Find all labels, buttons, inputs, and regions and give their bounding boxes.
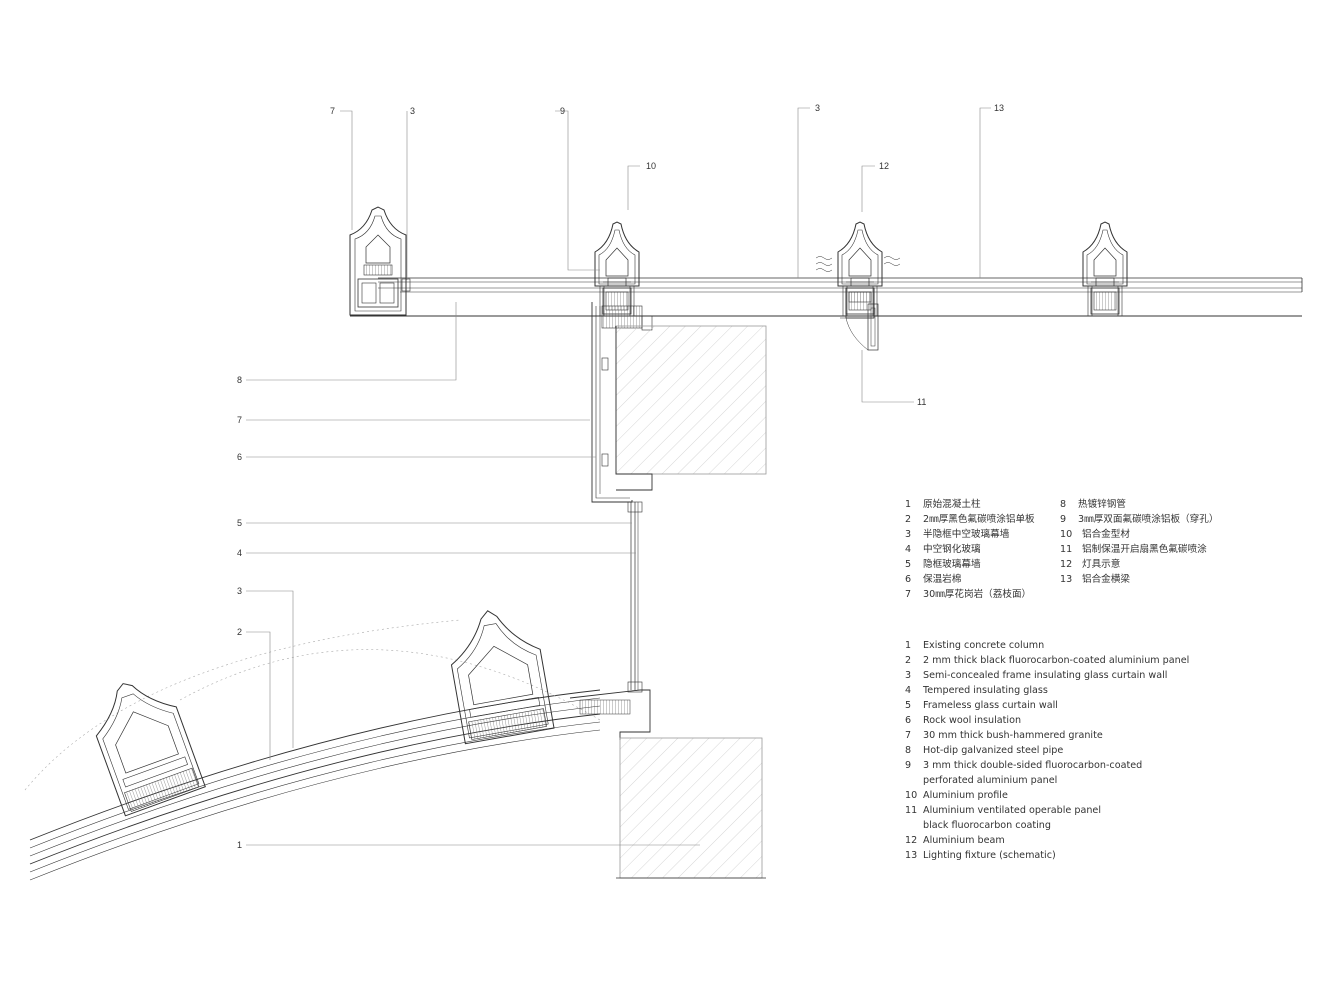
callout-top-13: 13 bbox=[994, 103, 1004, 113]
callout-left-3: 3 bbox=[237, 586, 242, 596]
callout-left-1: 1 bbox=[237, 840, 242, 850]
callout-top-3a: 3 bbox=[410, 106, 415, 116]
callout-top-10: 10 bbox=[646, 161, 656, 171]
callout-top-7: 7 bbox=[330, 106, 335, 116]
callout-top-3b: 3 bbox=[815, 103, 820, 113]
callout-left-6: 6 bbox=[237, 452, 242, 462]
leader-lines bbox=[246, 107, 991, 846]
callout-labels: 7 3 9 10 3 13 12 11 8 7 6 5 4 3 2 1 bbox=[237, 103, 1004, 850]
callout-left-7: 7 bbox=[237, 415, 242, 425]
callout-top-9: 9 bbox=[560, 106, 565, 116]
callout-left-4: 4 bbox=[237, 548, 242, 558]
legend-en-item-continuation: black fluorocarbon coating bbox=[923, 820, 1051, 831]
callout-left-8: 8 bbox=[237, 375, 242, 385]
callout-top-11: 11 bbox=[917, 397, 926, 407]
frameless-glass-wall bbox=[627, 501, 643, 693]
callout-left-5: 5 bbox=[237, 518, 242, 528]
section-view bbox=[24, 610, 766, 881]
callout-left-2: 2 bbox=[237, 627, 242, 637]
callout-top-12: 12 bbox=[879, 161, 889, 171]
plan-view bbox=[349, 206, 1303, 503]
legend-en-item-continuation: perforated aluminium panel bbox=[923, 775, 1058, 786]
